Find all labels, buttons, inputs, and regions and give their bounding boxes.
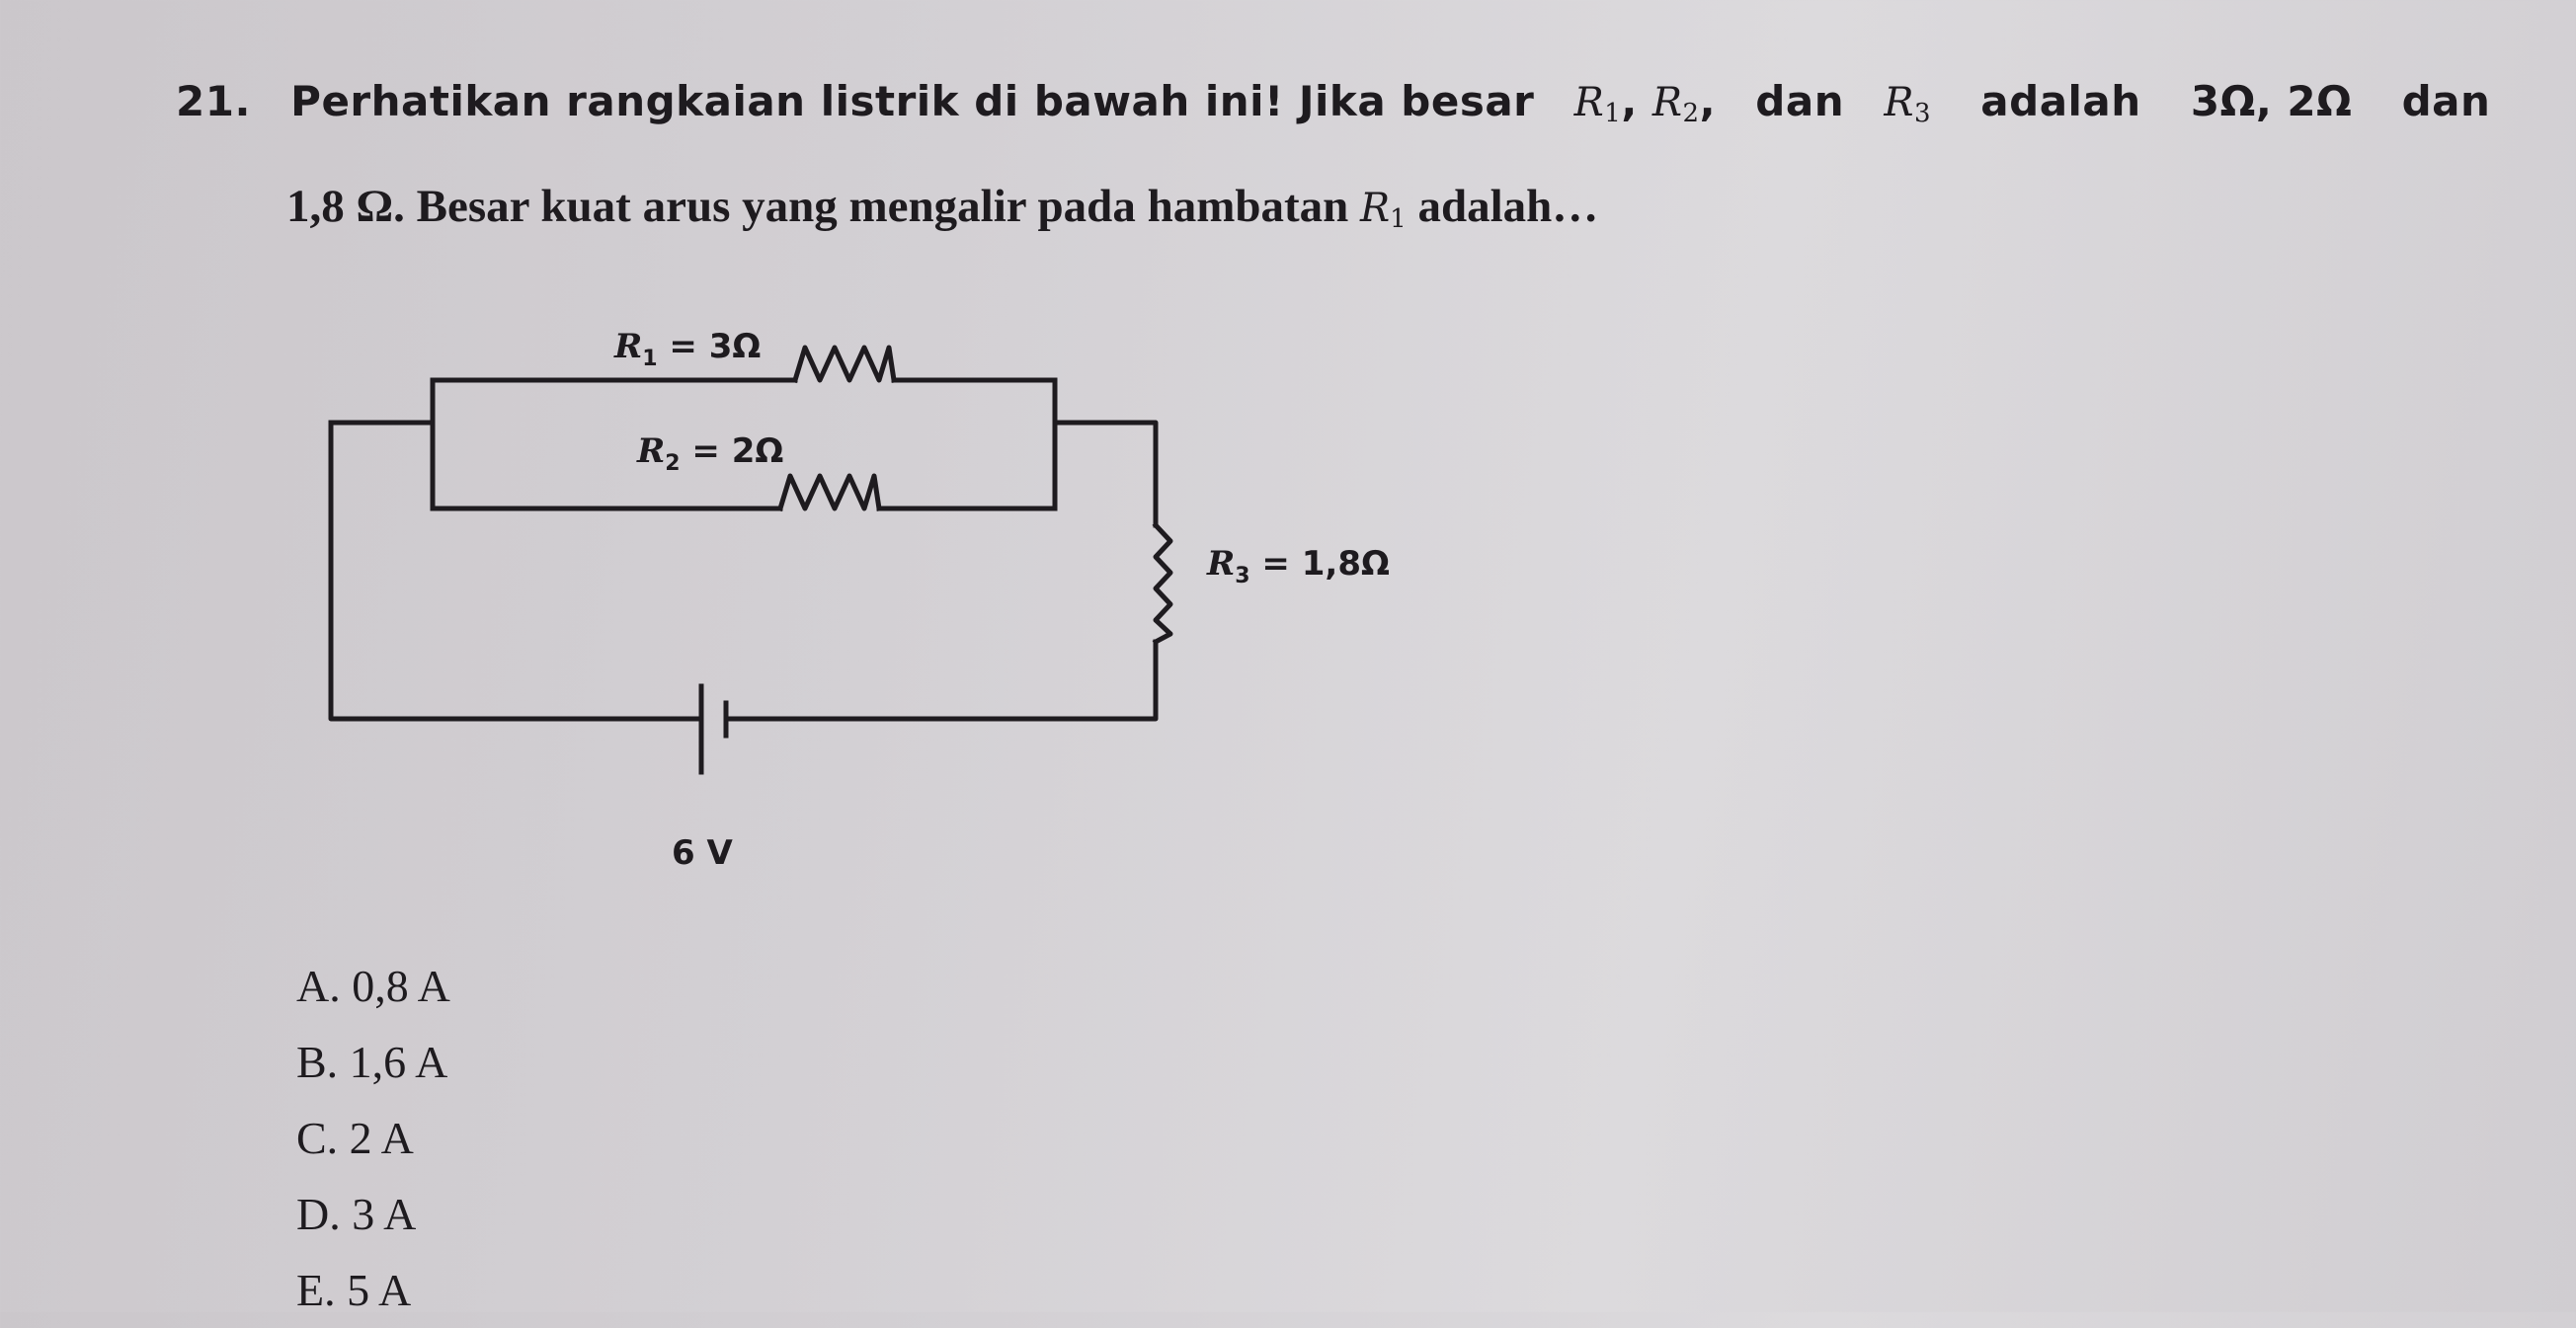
option-d[interactable]: D. 3 A: [296, 1189, 417, 1239]
left-wire: [328, 420, 704, 722]
r3-label: R3 = 1,8Ω: [1206, 544, 1390, 588]
question-number: 21.: [176, 77, 251, 125]
r3-symbol: R3: [1884, 80, 1932, 128]
r2-symbol: R2: [1651, 80, 1700, 128]
r1-resistor: [791, 345, 897, 384]
option-b[interactable]: B. 1,6 A: [296, 1037, 448, 1087]
question-text-line2: 1,8 Ω. Besar kuat arus yang mengalir pad…: [286, 181, 1349, 232]
option-a[interactable]: A. 0,8 A: [296, 961, 450, 1011]
r3-resistor: [1152, 521, 1173, 646]
battery-label: 6 V: [672, 833, 733, 873]
dan-word-2: dan: [2401, 77, 2491, 125]
question-text-line2-end: adalah…: [1417, 181, 1599, 232]
r1-label: R1 = 3Ω: [613, 327, 761, 371]
option-e[interactable]: E. 5 A: [296, 1265, 412, 1315]
r1-symbol: R1: [1573, 80, 1622, 128]
option-c[interactable]: C. 2 A: [296, 1113, 414, 1163]
question-text-line1: Perhatikan rangkaian listrik di bawah in…: [290, 77, 1535, 125]
r2-resistor: [776, 473, 882, 512]
question-line-2: 1,8 Ω. Besar kuat arus yang mengalir pad…: [286, 180, 1598, 234]
answer-options: A. 0,8 A B. 1,6 A C. 2 A D. 3 A E. 5 A: [296, 948, 450, 1328]
resistance-values: 3Ω, 2Ω: [2190, 77, 2353, 125]
dan-word: dan: [1755, 77, 1845, 125]
r2-label: R2 = 2Ω: [636, 431, 783, 476]
adalah-word: adalah: [1980, 77, 2141, 125]
comma: ,: [1621, 77, 1638, 125]
question-line-1: 21. Perhatikan rangkaian listrik di bawa…: [176, 77, 2490, 128]
comma-2: ,: [1699, 77, 1717, 125]
right-wire-lower: [723, 639, 1159, 722]
r1-symbol-line2: R1: [1360, 186, 1407, 234]
right-wire: [1052, 420, 1159, 528]
